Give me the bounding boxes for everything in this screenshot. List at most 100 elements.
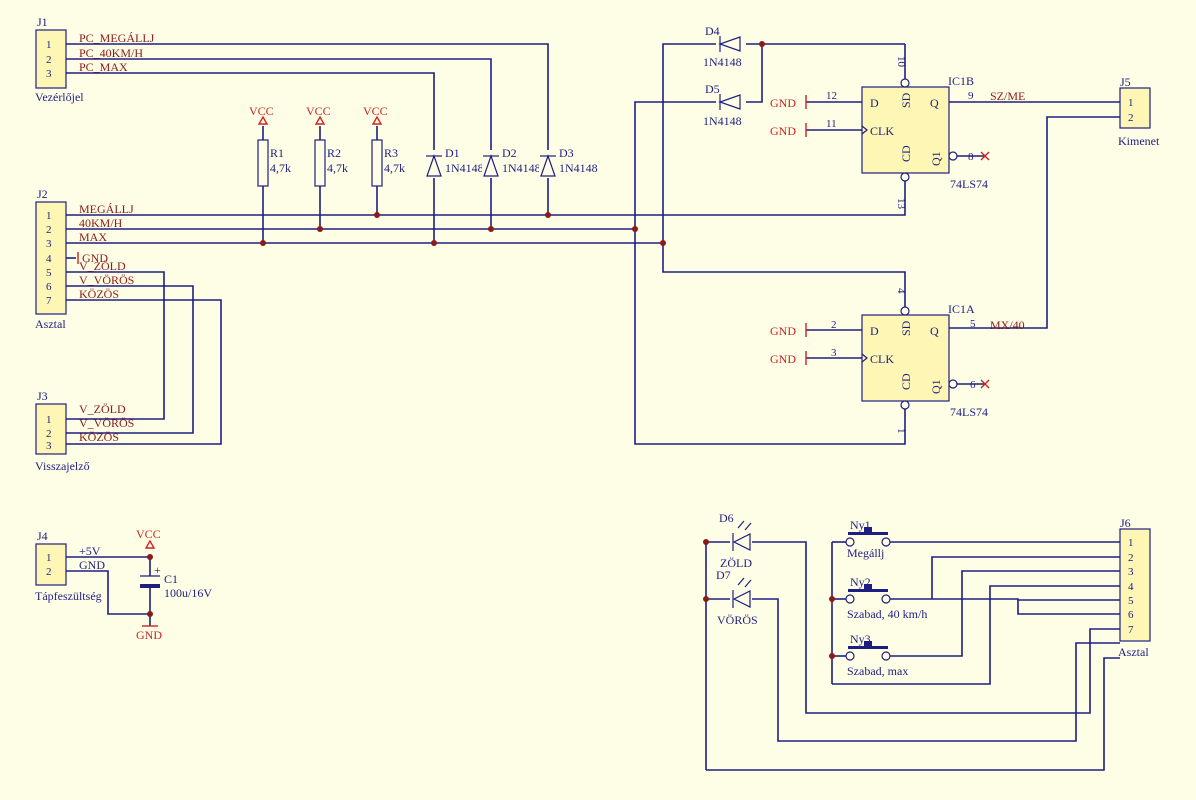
- r1-value: 4,7k: [270, 161, 291, 175]
- vcc-label: VCC: [136, 527, 161, 541]
- ny1-label: Megállj: [847, 546, 884, 560]
- r2-value: 4,7k: [327, 161, 348, 175]
- j6-pin-5: 5: [1128, 595, 1134, 607]
- j1-pin-3: 3: [46, 68, 52, 80]
- j3-ref: J3: [37, 389, 48, 403]
- j1-pin-1: 1: [46, 39, 52, 51]
- gnd-ic1a-d: GND: [770, 323, 807, 338]
- diode-d3: D3 1N4148: [539, 146, 598, 178]
- ic1a-q-label: Q: [930, 324, 939, 338]
- gnd-symbol-c1: GND: [136, 625, 162, 642]
- switch-ny3: Ny3 Szabad, max: [845, 632, 908, 678]
- r1-ref: R1: [270, 146, 284, 160]
- junctions: [147, 41, 835, 659]
- j4-ref: J4: [37, 529, 48, 543]
- ic1b-pin-d: 12: [826, 90, 837, 102]
- j1-net-1: PC_MEGÁLLJ: [79, 31, 155, 45]
- gnd-label: GND: [770, 124, 796, 138]
- j2-net-3: MAX: [79, 230, 107, 244]
- j1-name: Vezérlőjel: [35, 90, 84, 104]
- j4-name: Tápfeszültség: [35, 589, 102, 603]
- c1-value: 100u/16V: [164, 586, 212, 600]
- d3-ref: D3: [559, 146, 574, 160]
- ic1a-clk-label: CLK: [870, 352, 894, 366]
- ic1b-cd-label: CD: [899, 145, 913, 162]
- diode-d5: D5 1N4148: [703, 82, 746, 128]
- j3-net-3: KÖZÖS: [79, 430, 119, 444]
- j2-net-2: 40KM/H: [79, 216, 123, 230]
- ic1b-q-label: Q: [930, 96, 939, 110]
- j5-ref: J5: [1120, 75, 1131, 89]
- ny3-label: Szabad, max: [847, 664, 908, 678]
- gnd-label: GND: [770, 352, 796, 366]
- d5-ref: D5: [705, 82, 720, 96]
- j2-pin-1: 1: [46, 210, 52, 222]
- j6-ref: J6: [1120, 516, 1131, 530]
- led-d6: D6 ZÖLD: [719, 511, 752, 570]
- j3-net-1: V_ZÖLD: [79, 402, 126, 416]
- d6-label: ZÖLD: [720, 556, 752, 570]
- j3-pin-3: 3: [46, 440, 52, 452]
- j5-name: Kimenet: [1118, 134, 1160, 148]
- j4-net-1: +5V: [79, 544, 101, 558]
- ic1b-pin-qn: 8: [968, 151, 974, 163]
- connector-j6: J6 Asztal 1 2 3 4 5 6 7: [1118, 516, 1151, 659]
- d7-ref: D7: [716, 568, 731, 582]
- ic1a-pin-d: 2: [831, 319, 837, 331]
- diode-d4: D4 1N4148: [703, 24, 746, 69]
- d5-value: 1N4148: [703, 114, 742, 128]
- j1-pin-2: 2: [46, 54, 52, 66]
- j2-pin-7: 7: [46, 295, 52, 307]
- connector-j3: J3 Visszajelző 1 2 3 V_ZÖLD V_VÖRÖS KÖZÖ…: [35, 389, 134, 473]
- flipflop-ic1a: IC1A 74LS74 D CLK Q SD CD Q1 2 3 4 1 5 6…: [831, 288, 1025, 434]
- j2-name: Asztal: [35, 317, 66, 331]
- j2-net-1: MEGÁLLJ: [79, 202, 134, 216]
- j6-name: Asztal: [1118, 645, 1149, 659]
- c1-ref: C1: [164, 572, 178, 586]
- d4-value: 1N4148: [703, 55, 742, 69]
- j2-pin-3: 3: [46, 238, 52, 250]
- j2-pin-4: 4: [46, 253, 52, 265]
- light-ray-icon: [737, 577, 745, 586]
- d2-value: 1N4148: [502, 161, 541, 175]
- ic1a-d-label: D: [870, 324, 879, 338]
- j3-pin-2: 2: [46, 428, 52, 440]
- ic1a-qn-label: Q1: [929, 379, 943, 394]
- gnd-label: GND: [770, 324, 796, 338]
- resistor-r1: VCC R1 4,7k: [249, 104, 291, 187]
- j5-pin-1: 1: [1128, 97, 1134, 109]
- j3-pin-1: 1: [46, 414, 52, 426]
- switch-ny2: Ny2 Szabad, 40 km/h: [845, 575, 927, 621]
- j3-net-2: V_VÖRÖS: [79, 416, 134, 430]
- ic1a-out-net: MX/40: [990, 318, 1025, 332]
- vcc-arrow-icon: [257, 115, 269, 125]
- d6-ref: D6: [719, 511, 734, 525]
- flipflop-ic1b: IC1B 74LS74 D CLK Q SD CD Q1 12 11 10 13…: [826, 56, 1025, 210]
- ny2-ref: Ny2: [850, 575, 871, 589]
- j1-ref: J1: [37, 15, 48, 29]
- j5-pin-2: 2: [1128, 112, 1134, 124]
- vcc-symbol-c1: VCC: [136, 527, 161, 549]
- j2-pin-5: 5: [46, 267, 52, 279]
- switch-ny1: Ny1 Megállj: [845, 518, 891, 560]
- d4-ref: D4: [705, 24, 720, 38]
- j2-pin-6: 6: [46, 281, 52, 293]
- light-ray-icon: [737, 520, 745, 529]
- gnd-ic1b-clk: GND: [770, 123, 807, 138]
- gnd-ic1b-d: GND: [770, 95, 807, 110]
- connector-j2: J2 Asztal 1 2 3 4 5 6 7 MEGÁLLJ 40KM/H M…: [35, 187, 134, 331]
- ic1b-clk-label: CLK: [870, 124, 894, 138]
- ic1b-pin-sd: 10: [895, 56, 907, 68]
- d2-ref: D2: [502, 146, 517, 160]
- connector-j1: J1 Vezérlőjel 1 2 3 PC_MEGÁLLJ PC_40KM/H…: [35, 15, 155, 104]
- ic1b-qn-label: Q1: [929, 151, 943, 166]
- ic1a-pin-sd: 4: [895, 288, 907, 294]
- vcc-arrow-icon: [371, 115, 383, 125]
- j2-pin-2: 2: [46, 224, 52, 236]
- c1-polarity: +: [154, 563, 161, 577]
- j6-pin-3: 3: [1128, 566, 1134, 578]
- ic1b-d-label: D: [870, 96, 879, 110]
- j2-ref: J2: [37, 187, 48, 201]
- ic1b-pin-cd: 13: [895, 198, 907, 210]
